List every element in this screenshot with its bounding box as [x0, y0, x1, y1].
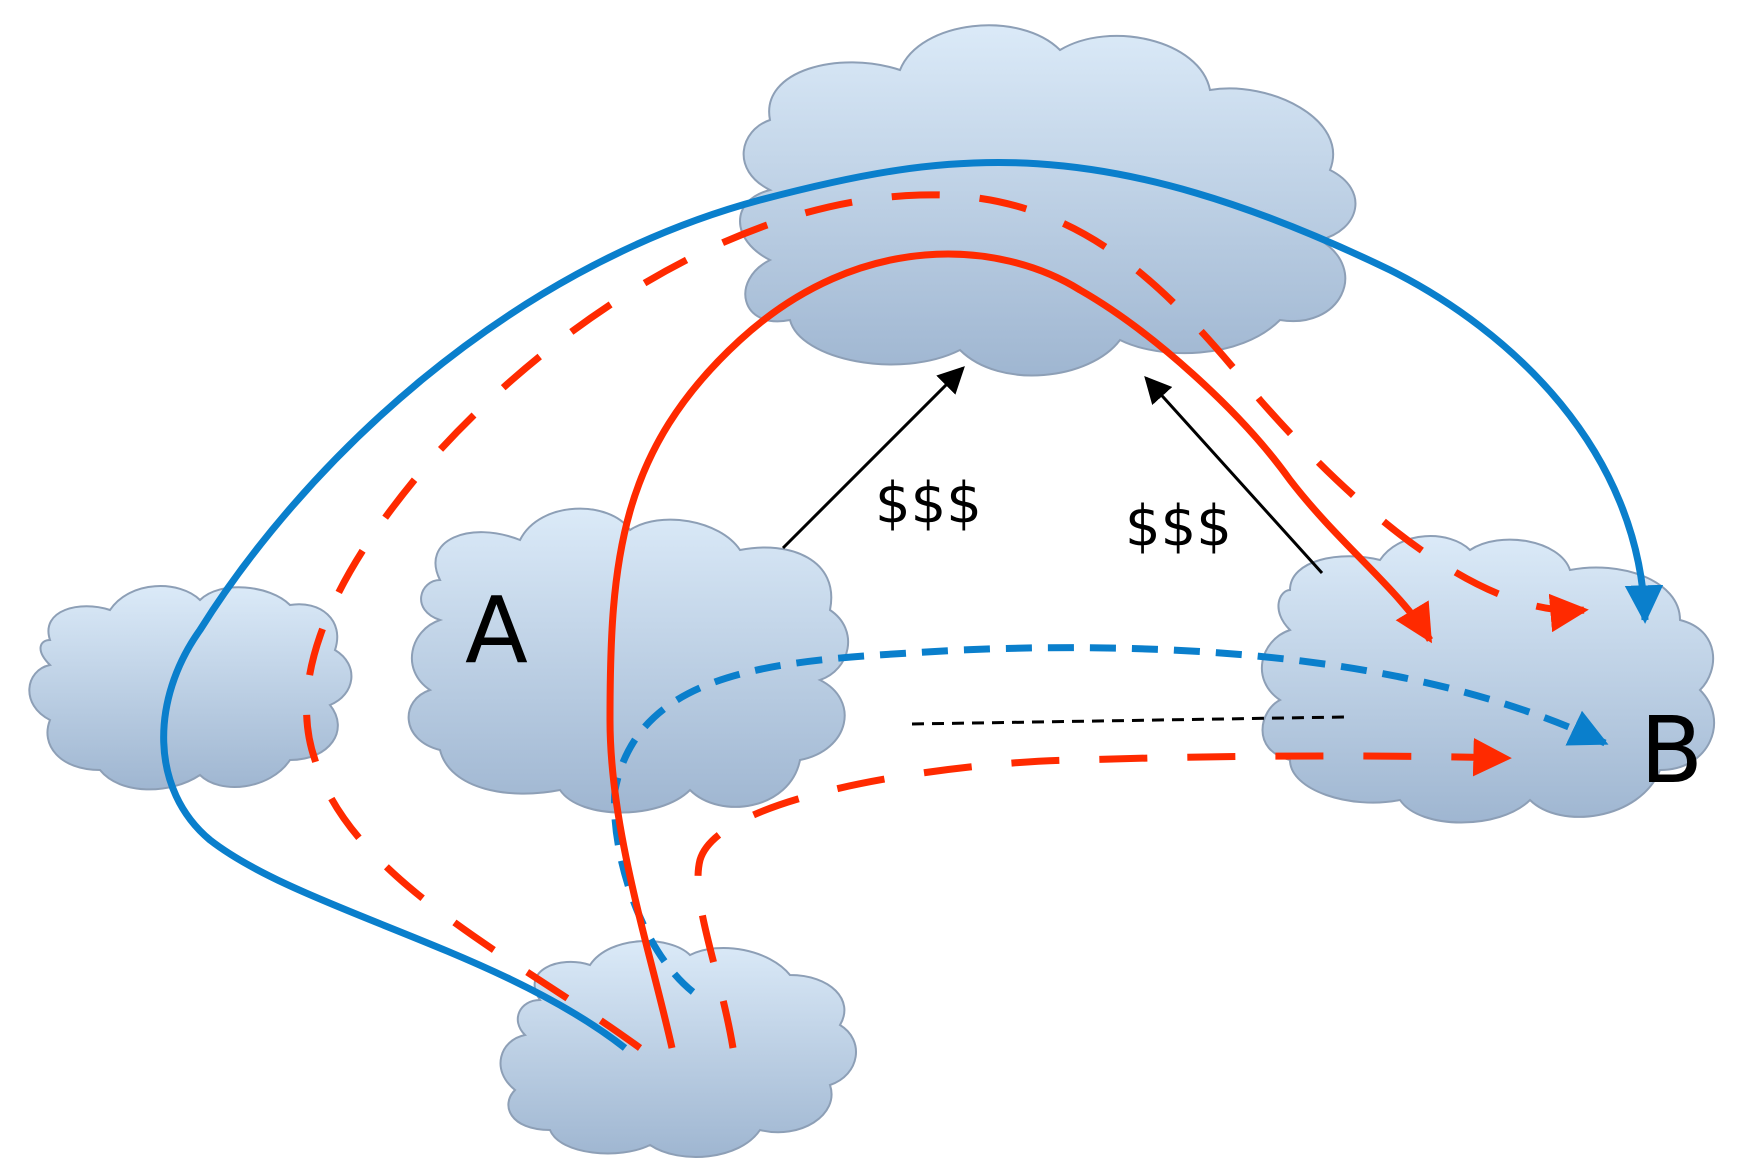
dashed-link-a-to-b	[911, 715, 1346, 726]
cloud-top	[739, 24, 1357, 377]
node-b-label: B	[1640, 697, 1703, 804]
cloud-b	[1261, 535, 1716, 824]
payment-arrow-b-to-top	[1144, 375, 1324, 575]
cloud-bottom	[499, 940, 857, 1158]
cost-label-left: $$$	[875, 471, 982, 536]
blue-route-via-top	[160, 158, 1664, 1051]
red-dashed-route-via-a	[694, 737, 1512, 1049]
red-dashed-route-via-top	[303, 191, 1589, 1051]
blue-dashed-route-via-a	[610, 644, 1609, 995]
red-route-via-top	[606, 250, 1434, 1049]
cost-label-right: $$$	[1125, 494, 1232, 559]
cloud-left	[28, 585, 353, 791]
payment-arrow-a-to-top	[781, 366, 965, 550]
node-a-label: A	[465, 577, 528, 684]
